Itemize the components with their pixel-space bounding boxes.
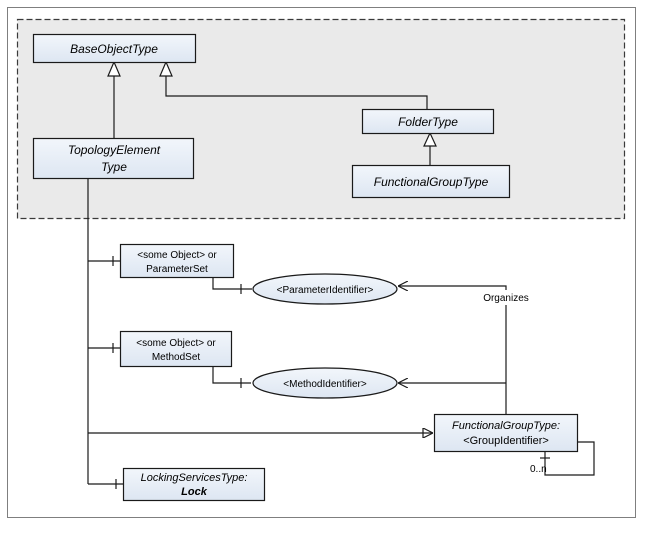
organizes-label: Organizes	[483, 293, 529, 304]
locking-services-node[interactable]: LockingServicesType: Lock	[122, 467, 266, 502]
folder-type-label: FolderType	[398, 115, 458, 129]
locking-services-label-line2: Lock	[181, 486, 208, 498]
base-object-type-label: BaseObjectType	[70, 42, 158, 56]
method-set-node[interactable]: <some Object> or MethodSet	[119, 330, 233, 368]
functional-group-type-label: FunctionalGroupType	[374, 175, 489, 189]
topology-element-type-node[interactable]: TopologyElement Type	[32, 137, 195, 180]
inherit-triangle-topology	[107, 60, 121, 77]
ref-line-parameter-identifier	[212, 277, 252, 290]
method-set-label-line1: <some Object> or	[136, 338, 216, 349]
functional-group-instance-node[interactable]: FunctionalGroupType: <GroupIdentifier>	[433, 413, 579, 453]
organizes-label-bg	[478, 290, 534, 305]
base-object-type-node[interactable]: BaseObjectType	[32, 33, 197, 64]
folder-type-node[interactable]: FolderType	[361, 108, 495, 135]
self-reference-line	[544, 441, 595, 476]
parameter-identifier-label: <ParameterIdentifier>	[277, 285, 374, 296]
method-set-label-line2: MethodSet	[152, 352, 201, 363]
parameter-set-label-line2: ParameterSet	[146, 264, 208, 275]
locking-services-label-line1: LockingServicesType:	[141, 472, 248, 484]
method-identifier-label: <MethodIdentifier>	[283, 379, 367, 390]
functional-group-instance-label-line2: <GroupIdentifier>	[463, 435, 549, 447]
functional-group-instance-label-line1: FunctionalGroupType:	[452, 420, 560, 432]
functional-group-type-node[interactable]: FunctionalGroupType	[351, 164, 511, 199]
inherit-line-folder	[165, 76, 428, 109]
cardinality-label: 0..n	[530, 464, 547, 475]
inherit-triangle-functional-group	[423, 131, 437, 147]
method-identifier-node[interactable]: <MethodIdentifier>	[252, 367, 398, 399]
topology-element-type-label-line2: Type	[101, 160, 127, 174]
parameter-identifier-node[interactable]: <ParameterIdentifier>	[252, 273, 398, 305]
parameter-set-label-line1: <some Object> or	[137, 250, 217, 261]
topology-element-type-label-line1: TopologyElement	[68, 143, 161, 157]
inherit-triangle-folder	[159, 60, 173, 77]
organizes-line-parameter-identifier	[398, 286, 507, 290]
ref-line-method-identifier	[212, 366, 251, 384]
parameter-set-node[interactable]: <some Object> or ParameterSet	[119, 243, 235, 279]
